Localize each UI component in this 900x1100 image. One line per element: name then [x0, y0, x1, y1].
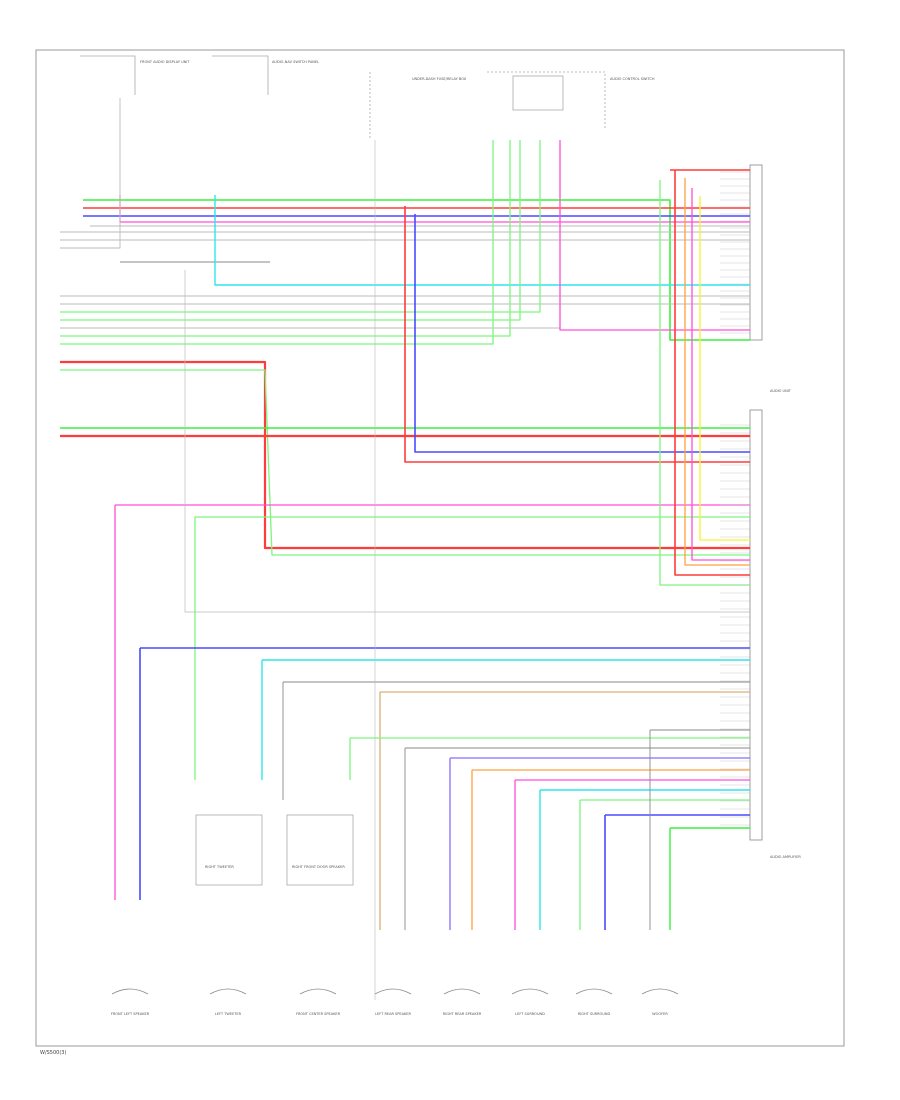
- connector-label: FRONT LEFT SPEAKER: [111, 1012, 150, 1016]
- component-label-amp2: AUDIO AMPLIFIER: [770, 855, 801, 859]
- wire-riser-3: [684, 178, 750, 566]
- connector-shape: [209, 988, 247, 995]
- wire-gray-long: [184, 270, 750, 613]
- connector-c7: RIGHT SURROUND: [575, 988, 613, 1016]
- wire-pink-2: [559, 140, 750, 331]
- wire-red-drop: [404, 206, 750, 463]
- connector-c8: WOOFER: [641, 988, 679, 1016]
- component-label-top4: AUDIO CONTROL SWITCH: [610, 77, 655, 81]
- connector-shape: [641, 988, 679, 995]
- wire-lgreen-1: [60, 140, 541, 313]
- wire-green-top: [83, 199, 750, 341]
- connector-c4: LEFT REAR SPEAKER: [374, 988, 412, 1016]
- wire-red-mid: [60, 360, 750, 550]
- connector-label: LEFT TWEETER: [215, 1012, 242, 1016]
- component-label-top3: UNDER-DASH FUSE/RELAY BOX: [412, 77, 467, 81]
- wire-gray-4: [60, 98, 121, 249]
- wire-lgreen-4: [60, 140, 494, 345]
- wire-riser-5: [699, 196, 750, 541]
- wire-cyan-top: [214, 195, 750, 286]
- connector-c6: LEFT SURROUND: [511, 988, 549, 1016]
- component-label-tw2: RIGHT FRONT DOOR SPEAKER: [292, 865, 345, 869]
- connector-shape: [443, 988, 481, 995]
- connector-c3: FRONT CENTER SPEAKER: [296, 988, 341, 1016]
- wires: [60, 98, 750, 1000]
- connector-label: LEFT REAR SPEAKER: [375, 1012, 411, 1016]
- component-label-top1: FRONT AUDIO DISPLAY UNIT: [140, 60, 190, 64]
- connector-shape: [111, 988, 149, 995]
- connector-label: WOOFER: [652, 1012, 668, 1016]
- component-label-top2: AUDIO-NAV SWITCH PANEL: [272, 60, 319, 64]
- connector-label: FRONT CENTER SPEAKER: [296, 1012, 341, 1016]
- connector-label: RIGHT SURROUND: [578, 1012, 611, 1016]
- footer-code: W/S500(3): [40, 1050, 66, 1056]
- connector-shape: [511, 988, 549, 995]
- connector-shape: [299, 988, 337, 995]
- component-label-amp: AUDIO UNIT: [770, 389, 792, 393]
- pin-marks: [720, 171, 750, 826]
- connector-shape: [374, 988, 412, 995]
- connector-c2: LEFT TWEETER: [209, 988, 247, 1016]
- connector-label: RIGHT REAR SPEAKER: [443, 1012, 482, 1016]
- component-label-tw1: RIGHT TWEETER: [205, 865, 234, 869]
- wire-riser-1: [659, 180, 750, 586]
- wire-riser-4: [691, 188, 750, 561]
- wire-lgreen-3: [60, 140, 511, 337]
- connector-label: LEFT SURROUND: [515, 1012, 545, 1016]
- wire-lgreen-2: [60, 140, 521, 321]
- wire-green-mid: [60, 369, 750, 556]
- wire-blue-drop: [414, 214, 750, 453]
- wire-riser-2: [674, 170, 750, 576]
- bottom-connectors: FRONT LEFT SPEAKER LEFT TWEETER FRONT CENT…: [111, 988, 679, 1016]
- diagram-frame: [35, 49, 845, 1047]
- connector-shape: [575, 988, 613, 995]
- connector-c5: RIGHT REAR SPEAKER: [443, 988, 482, 1016]
- connector-c1: FRONT LEFT SPEAKER: [111, 988, 150, 1016]
